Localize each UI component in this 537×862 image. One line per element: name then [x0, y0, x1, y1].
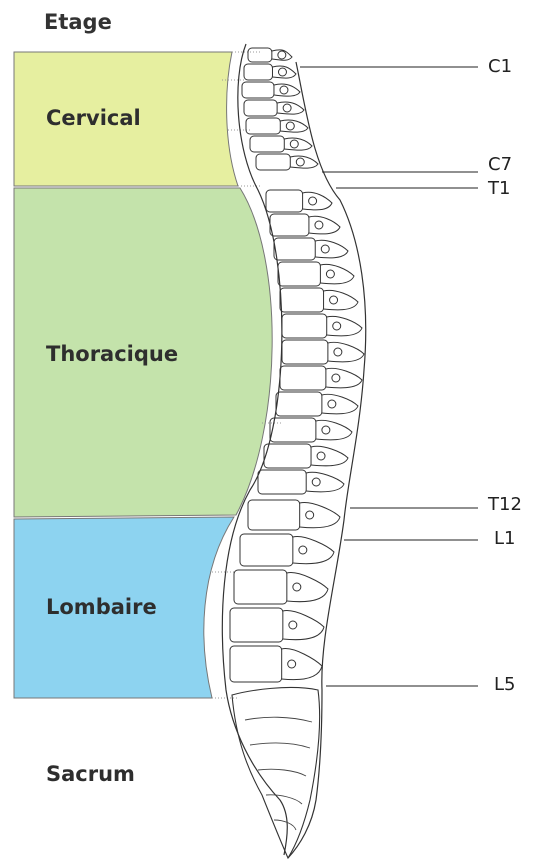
vertebra-body	[282, 340, 328, 364]
region-label-lumbar: Lombaire	[46, 595, 157, 619]
spinous-process	[311, 446, 348, 466]
spinous-process	[322, 394, 358, 414]
vertebra-body	[280, 288, 324, 312]
level-label-c1: C1	[488, 56, 512, 77]
vertebra-body	[270, 214, 309, 236]
spinous-process	[303, 192, 332, 210]
vertebra-body	[256, 154, 290, 170]
spinous-process	[326, 368, 362, 388]
spinous-process	[309, 216, 340, 234]
spinous-process	[274, 84, 300, 96]
spinous-process	[327, 316, 362, 336]
spinous-process	[328, 342, 364, 362]
vertebra-body	[240, 534, 293, 566]
spinous-process	[272, 50, 292, 60]
spinous-process	[306, 472, 344, 492]
vertebra-body	[264, 444, 311, 468]
spinous-process	[284, 138, 312, 150]
spinous-process	[300, 502, 340, 527]
region-label-thoracic: Thoracique	[46, 342, 178, 366]
level-label-c7: C7	[488, 154, 512, 175]
spinous-process	[287, 573, 328, 602]
vertebra-body	[242, 82, 274, 98]
spinous-process	[282, 649, 322, 680]
vertebra-body	[278, 262, 320, 286]
vertebra-body	[244, 100, 277, 116]
vertebra-body	[250, 136, 284, 152]
vertebra-body	[234, 570, 287, 604]
spinous-process	[320, 264, 354, 284]
spinous-process	[290, 156, 318, 168]
vertebra-body	[248, 48, 272, 62]
region-label-cervical: Cervical	[46, 106, 141, 130]
spinous-process	[293, 537, 334, 564]
spinous-processes	[272, 50, 364, 680]
vertebra-body	[258, 470, 306, 494]
region-label-sacrum: Sacrum	[46, 762, 135, 786]
level-label-l5: L5	[494, 674, 515, 695]
vertebra-body	[246, 118, 280, 134]
spinous-process	[280, 120, 308, 132]
vertebra-body	[230, 646, 282, 682]
vertebra-body	[230, 608, 283, 642]
vertebra-body	[282, 314, 327, 338]
sacrum-shape	[232, 687, 320, 858]
vertebra-body	[276, 392, 322, 416]
spinous-process	[283, 611, 324, 640]
spinous-process	[277, 102, 304, 114]
vertebra-body	[270, 418, 316, 442]
vertebra-body	[274, 238, 315, 260]
spine-outline-back	[288, 62, 366, 858]
spinous-process	[324, 290, 358, 310]
vertebra-body	[244, 64, 272, 80]
spinous-process	[315, 240, 348, 258]
vertebra-body	[280, 366, 326, 390]
level-label-l1: L1	[494, 528, 515, 549]
sacrum-detail	[245, 717, 312, 830]
leader-lines	[300, 67, 478, 686]
spinous-process	[316, 420, 352, 440]
level-label-t12: T12	[488, 494, 522, 515]
level-label-t1: T1	[488, 178, 510, 199]
vertebra-body	[266, 190, 303, 212]
spinous-process	[272, 66, 296, 78]
vertebra-body	[248, 500, 300, 530]
